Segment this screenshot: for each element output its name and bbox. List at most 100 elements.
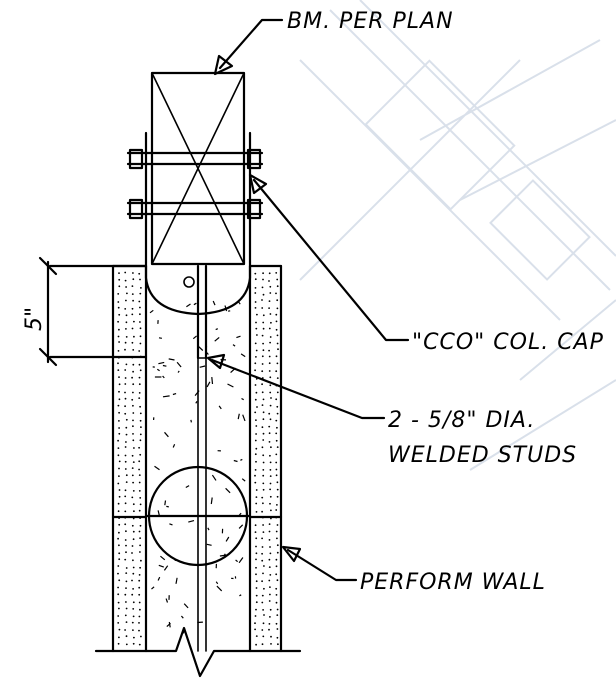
stipple-dot	[139, 335, 142, 338]
column-pipe	[144, 465, 252, 567]
stipple-dot	[118, 607, 120, 610]
stipple-dot	[125, 580, 128, 583]
stipple-dot	[269, 285, 272, 288]
stipple-dot	[269, 586, 271, 588]
dimension-label: 5"	[22, 307, 47, 331]
stipple-dot	[118, 376, 120, 378]
stipple-dot	[132, 433, 134, 435]
aggregate-mark	[151, 586, 155, 590]
stipple-dot	[275, 530, 278, 533]
stipple-dot	[138, 300, 141, 303]
stipple-dot	[124, 279, 127, 282]
aggregate-mark	[157, 576, 161, 581]
stipple-dot	[138, 481, 141, 484]
stipple-dot	[275, 468, 278, 471]
stipple-dot	[124, 516, 127, 519]
stipple-dot	[261, 580, 263, 583]
stipple-dot	[118, 517, 120, 519]
stipple-dot	[270, 397, 272, 399]
stipple-dot	[275, 355, 278, 358]
stipple-dot	[275, 453, 278, 456]
stipple-dot	[124, 593, 127, 596]
stipple-dot	[126, 292, 128, 295]
stipple-dot	[269, 482, 272, 485]
stipple-dot	[133, 335, 135, 338]
stipple-dot	[131, 496, 134, 499]
stipple-dot	[132, 629, 134, 631]
stipple-dot	[132, 615, 135, 618]
stipple-dot	[255, 558, 257, 561]
stipple-dot	[276, 488, 279, 491]
stipple-dot	[254, 369, 256, 372]
stipple-dot	[261, 307, 264, 309]
aggregate-mark	[175, 577, 178, 584]
stipple-dot	[118, 544, 120, 547]
stipple-dot	[118, 285, 121, 288]
stipple-dot	[268, 600, 271, 602]
stipple-dot	[268, 425, 271, 428]
stipple-dot	[268, 628, 270, 631]
stipple-dot	[261, 363, 264, 365]
stipple-dot	[275, 272, 278, 274]
stipple-dot	[138, 350, 141, 352]
stipple-dot	[262, 609, 264, 611]
aggregate-mark	[236, 335, 241, 339]
aggregate-mark	[225, 487, 231, 494]
stipple-dot	[262, 524, 264, 526]
stipple-dot	[261, 404, 264, 406]
stipple-dot	[133, 636, 135, 639]
wall-leader	[281, 545, 358, 582]
stipple-dot	[125, 328, 127, 330]
stipple-dot	[254, 453, 257, 456]
stipple-dot	[132, 425, 134, 428]
aggregate-mark	[188, 520, 195, 523]
stipple-dot	[132, 490, 135, 492]
aggregate-mark	[193, 302, 197, 306]
stipple-dot	[132, 278, 135, 281]
dimension-5in: 5"	[22, 256, 148, 367]
aggregate-mark	[233, 459, 238, 463]
stipple-dot	[276, 285, 279, 288]
stipple-dot	[118, 328, 120, 331]
stipple-dot	[268, 327, 271, 330]
stipple-dot	[117, 565, 120, 567]
stipple-dot	[124, 510, 127, 513]
stipple-dot	[131, 593, 134, 596]
stipple-dot	[262, 488, 265, 491]
stipple-dot	[117, 593, 120, 596]
stipple-dot	[261, 601, 264, 604]
stipple-dot	[262, 293, 265, 296]
stipple-dot	[132, 299, 135, 302]
stipple-dot	[125, 433, 128, 436]
stipple-dot	[132, 517, 135, 520]
stipple-dot	[139, 517, 142, 519]
stipple-dot	[276, 446, 279, 448]
stipple-dot	[270, 643, 272, 645]
stipple-dot	[254, 301, 257, 303]
stipple-dot	[262, 278, 264, 281]
stipple-dot	[118, 313, 121, 316]
stipple-dot	[262, 411, 265, 414]
stipple-dot	[117, 601, 120, 604]
stipple-dot	[118, 341, 120, 343]
aggregate-mark	[192, 335, 197, 340]
stipple-dot	[270, 635, 272, 638]
perform-wall	[111, 264, 283, 653]
stipple-dot	[255, 419, 257, 421]
stipple-dot	[124, 377, 127, 379]
stipple-dot	[139, 313, 141, 316]
aggregate-mark	[160, 555, 166, 561]
stipple-dot	[275, 558, 278, 561]
stipple-dot	[118, 460, 121, 463]
stipple-dot	[255, 552, 258, 555]
stipple-dot	[133, 320, 135, 323]
aggregate-mark	[237, 300, 241, 305]
stipple-dot	[139, 292, 142, 295]
stipple-dot	[117, 439, 119, 442]
stipple-dot	[261, 299, 263, 301]
stipple-dot	[256, 334, 258, 336]
stipple-dot	[277, 348, 279, 351]
stipple-dot	[275, 461, 278, 464]
stipple-dot	[138, 629, 140, 632]
stipple-dot	[125, 441, 127, 443]
